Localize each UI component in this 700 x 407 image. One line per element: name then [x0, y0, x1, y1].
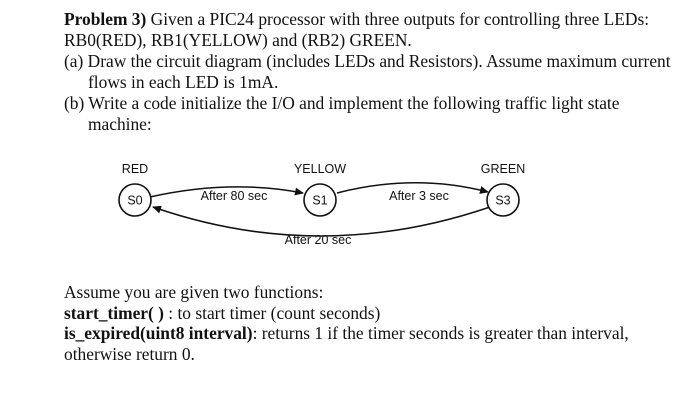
state-id-s3: S3	[495, 194, 510, 208]
part-a: (a) Draw the circuit diagram (includes L…	[64, 51, 671, 92]
state-label-green: GREEN	[481, 162, 525, 176]
transition-s0-s1	[149, 186, 304, 198]
problem-intro-text: Given a PIC24 processor with three outpu…	[64, 9, 650, 50]
problem-intro: Problem 3) Given a PIC24 processor with …	[64, 9, 684, 51]
transition-label-s0-s1: After 80 sec	[201, 189, 268, 203]
state-circle-s1	[303, 183, 337, 217]
state-id-s1: S1	[312, 194, 327, 208]
part-b: (b) Write a code initialize the I/O and …	[64, 93, 620, 134]
state-id-s0: S0	[127, 194, 142, 208]
function-desc: : returns 1 if the timer seconds is grea…	[64, 323, 629, 364]
transition-s3-s0	[152, 205, 491, 237]
function-desc: : to start timer (count seconds)	[163, 302, 381, 323]
problem-heading: Problem 3)	[64, 9, 147, 29]
transition-s1-s3	[336, 182, 489, 194]
transition-label-s1-s3: After 3 sec	[389, 189, 449, 203]
function-name: is_expired(uint8 interval)	[64, 323, 253, 343]
assumptions-intro: Assume you are given two functions:	[64, 282, 324, 302]
function-is-expired: is_expired(uint8 interval): returns 1 if…	[64, 323, 684, 364]
function-name: start_timer( )	[64, 302, 164, 323]
state-circle-s0	[118, 183, 152, 217]
state-label-red: RED	[122, 162, 148, 176]
state-machine-diagram: RED YELLOW GREEN S0 S1 S3 After 80 sec A…	[118, 162, 525, 247]
function-start-timer: start_timer( ) : to start timer (count s…	[64, 303, 684, 324]
state-circle-s3	[486, 183, 520, 217]
assumptions: Assume you are given two functions: star…	[64, 282, 684, 364]
transition-label-s3-s0: After 20 sec	[285, 233, 352, 247]
problem-statement: Problem 3) Given a PIC24 processor with …	[64, 9, 684, 135]
state-label-yellow: YELLOW	[294, 162, 346, 176]
